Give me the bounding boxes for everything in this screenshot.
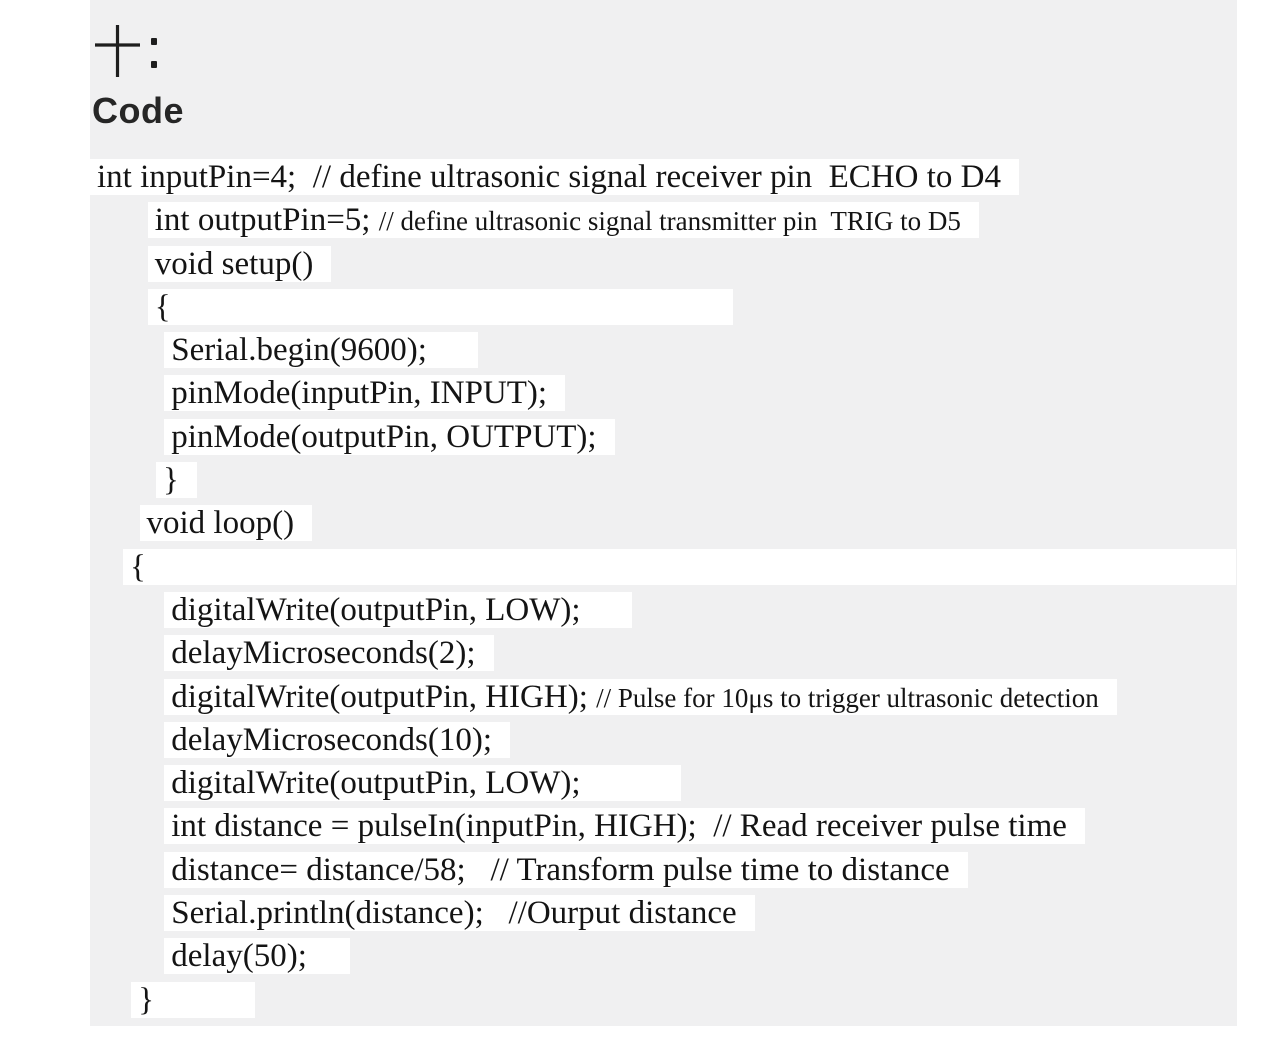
code-comment: // define ultrasonic signal receiver pin… (312, 159, 1001, 195)
code-text: delay(50); (171, 938, 332, 975)
code-line-highlight: void setup() (147, 245, 332, 282)
code-line: delayMicroseconds(2); (90, 632, 1237, 675)
code-indent (90, 635, 164, 671)
code-indent (90, 679, 164, 715)
code-line: digitalWrite(outputPin, LOW); (90, 762, 1237, 805)
code-line-highlight: int outputPin=5; // define ultrasonic si… (147, 202, 979, 239)
code-line-highlight: Serial.println(distance); //Ourput dista… (164, 895, 755, 932)
code-indent (90, 895, 164, 931)
code-text: digitalWrite(outputPin, HIGH); (171, 678, 597, 715)
code-line-highlight: digitalWrite(outputPin, LOW); (164, 765, 682, 802)
code-line-highlight: delay(50); (164, 938, 350, 975)
code-line: { (90, 286, 1237, 329)
code-line: } (90, 979, 1237, 1022)
code-comment: // Read receiver pulse time (713, 808, 1067, 845)
code-text: { (130, 548, 1219, 585)
shi-character-glyph (95, 25, 140, 77)
page-title: Code (92, 90, 184, 131)
code-indent (90, 505, 140, 541)
code-text: int distance = pulseIn(inputPin, HIGH); (171, 808, 714, 845)
code-line: void loop() (90, 502, 1237, 545)
code-indent (90, 202, 148, 238)
code-line-highlight: { (147, 288, 734, 325)
code-text: Serial.begin(9600); (171, 332, 460, 369)
colon-dot-top (151, 38, 157, 45)
code-indent (90, 462, 156, 498)
code-text: } (163, 462, 179, 499)
code-indent (90, 722, 164, 758)
code-indent (90, 332, 164, 368)
code-line: int distance = pulseIn(inputPin, HIGH); … (90, 805, 1237, 848)
colon-dot-bottom (151, 61, 157, 68)
code-line: Serial.begin(9600); (90, 329, 1237, 372)
code-line-highlight: void loop() (139, 505, 313, 542)
colon-glyph (151, 38, 157, 68)
code-block: int inputPin=4; // define ultrasonic sig… (90, 156, 1237, 1022)
code-indent (90, 808, 164, 844)
code-line: digitalWrite(outputPin, LOW); (90, 589, 1237, 632)
code-line-highlight: } (131, 981, 255, 1018)
code-line: void setup() (90, 243, 1237, 286)
code-text: void setup() (154, 245, 314, 282)
code-line-highlight: distance= distance/58; // Transform puls… (164, 851, 968, 888)
code-indent (90, 765, 164, 801)
code-text: } (138, 981, 237, 1018)
code-line-highlight: pinMode(outputPin, OUTPUT); (164, 418, 615, 455)
code-line-highlight: int inputPin=4; // define ultrasonic sig… (90, 159, 1019, 195)
code-line-highlight: delayMicroseconds(10); (164, 721, 510, 758)
code-indent (90, 938, 164, 974)
code-indent (90, 419, 164, 455)
code-comment: //Ourput distance (508, 895, 737, 932)
code-line-highlight: digitalWrite(outputPin, LOW); (164, 591, 632, 628)
code-comment: // Pulse for 10μs to trigger ultrasonic … (596, 682, 1099, 713)
code-line: delay(50); (90, 935, 1237, 978)
code-text: distance= distance/58; (171, 851, 491, 888)
code-text: pinMode(outputPin, OUTPUT); (171, 418, 597, 455)
code-line-highlight: { (123, 548, 1237, 585)
code-line: { (90, 546, 1237, 589)
code-line: distance= distance/58; // Transform puls… (90, 849, 1237, 892)
code-text: delayMicroseconds(10); (171, 721, 492, 758)
code-indent (90, 289, 148, 325)
code-comment: // Transform pulse time to distance (490, 851, 950, 888)
code-text: Serial.println(distance); (171, 895, 509, 932)
code-text: digitalWrite(outputPin, LOW); (171, 765, 664, 802)
section-marker: 十： (94, 24, 157, 78)
code-text: { (154, 288, 716, 325)
code-indent (90, 375, 164, 411)
code-line-highlight: Serial.begin(9600); (164, 332, 478, 369)
code-lines: int inputPin=4; // define ultrasonic sig… (90, 156, 1237, 1022)
code-line: } (90, 459, 1237, 502)
code-line: int inputPin=4; // define ultrasonic sig… (90, 156, 1237, 199)
code-indent (90, 982, 131, 1018)
code-indent (90, 549, 123, 585)
code-text: delayMicroseconds(2); (171, 635, 476, 672)
code-line: int outputPin=5; // define ultrasonic si… (90, 199, 1237, 242)
document-panel: 十： Code int inputPin=4; // define ultras… (90, 0, 1237, 1026)
code-line: digitalWrite(outputPin, HIGH); // Pulse … (90, 676, 1237, 719)
code-text: void loop() (146, 505, 295, 542)
code-line-highlight: delayMicroseconds(2); (164, 635, 494, 672)
code-text: int outputPin=5; (154, 202, 379, 239)
code-indent (90, 246, 148, 282)
code-line: Serial.println(distance); //Ourput dista… (90, 892, 1237, 935)
code-text: digitalWrite(outputPin, LOW); (171, 591, 614, 628)
code-indent (90, 852, 164, 888)
code-line-highlight: int distance = pulseIn(inputPin, HIGH); … (164, 808, 1085, 845)
code-text: int inputPin=4; (97, 159, 313, 195)
code-line-highlight: } (156, 462, 197, 499)
code-line: pinMode(inputPin, INPUT); (90, 372, 1237, 415)
code-text: pinMode(inputPin, INPUT); (171, 375, 548, 412)
code-line-highlight: pinMode(inputPin, INPUT); (164, 375, 566, 412)
code-indent (90, 592, 164, 628)
code-line: pinMode(outputPin, OUTPUT); (90, 416, 1237, 459)
code-line: delayMicroseconds(10); (90, 719, 1237, 762)
code-line-highlight: digitalWrite(outputPin, HIGH); // Pulse … (164, 678, 1117, 715)
code-comment: // define ultrasonic signal transmitter … (378, 206, 961, 237)
